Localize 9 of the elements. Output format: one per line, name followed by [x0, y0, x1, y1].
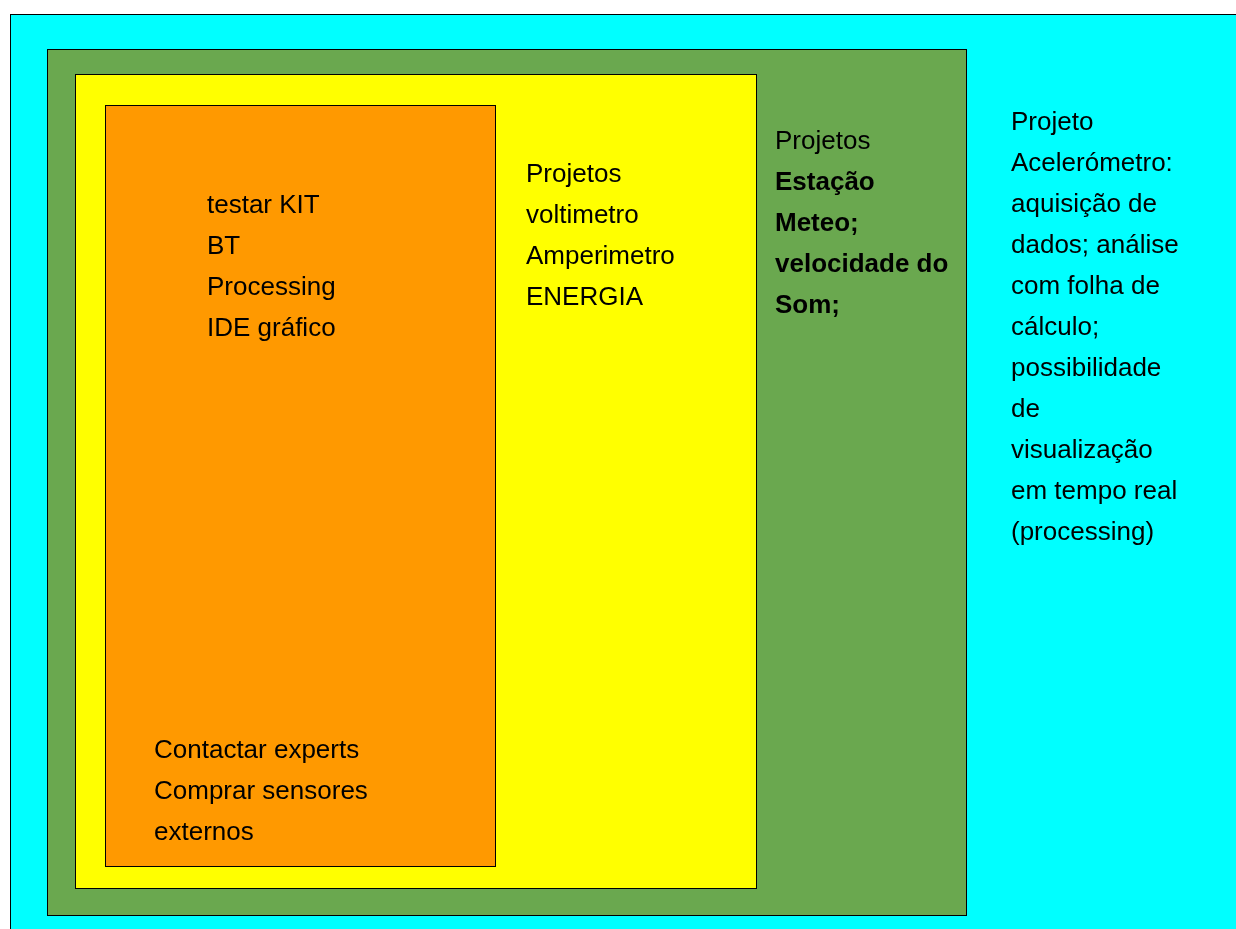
node-text: Projetos voltimetro Amperimetro ENERGIA: [526, 157, 676, 313]
project-area: [47, 49, 967, 916]
node-text: Projetos Estação Meteo; velocidade do Som;: [775, 124, 950, 321]
project-area: [10, 14, 1236, 929]
node-text: Contactar experts Comprar sensores externos: [154, 733, 369, 848]
task-area: [105, 105, 496, 867]
node-text: Projeto Acelerómetro: aquisição de dados; análise com folha de cálculo; possibilidade de visualização em tempo real (processing): [1011, 105, 1180, 548]
project-area: [75, 74, 757, 889]
node-text: testar KIT BT Processing IDE gráfico: [207, 188, 337, 344]
